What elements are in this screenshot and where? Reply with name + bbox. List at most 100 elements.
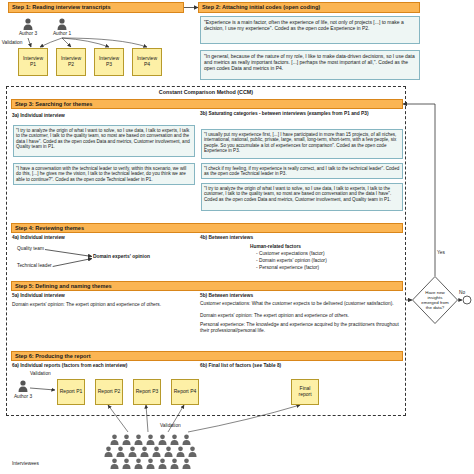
reading-arrow — [62, 38, 71, 47]
quote-box: "Experience is a main factor, often the … — [200, 16, 420, 44]
factor-item: - Domain experts' opinion (factor) — [256, 258, 402, 264]
code-term: Technical leader — [17, 263, 52, 270]
interviewee-icon — [170, 434, 178, 444]
step-header: Step 2: Attaching initial codes (open co… — [198, 2, 420, 13]
node-text: Interview P4 — [134, 56, 160, 68]
author-label: Author 3 — [14, 31, 42, 37]
node-text: Constant Comparison Method (CCM) — [7, 89, 405, 95]
theme-term: Domain experts' opinion — [93, 254, 150, 261]
node-text: "I try to analyze the origin of what I w… — [16, 128, 192, 150]
node-text: Report P1 — [60, 389, 83, 395]
code-term: Quality team — [17, 246, 44, 253]
quote-box: "I have a conversation with the technica… — [13, 163, 195, 185]
quote-box: "I usually put my experience first, [...… — [201, 129, 403, 159]
sub-heading: 5a) Individual interview — [12, 293, 192, 299]
sub-heading: 4b) Between interviews — [200, 235, 402, 241]
node-text: Have new insights emerged from the data? — [421, 290, 449, 310]
sub-heading: 3a) Individual interview — [12, 113, 192, 119]
interviewee-icon — [164, 446, 172, 456]
author-icon — [58, 18, 67, 30]
interviewee-icon — [122, 434, 130, 444]
interviewee-icon — [104, 446, 112, 456]
node-text: "I check if my feeling, if my experience… — [204, 166, 400, 177]
edge-label: Yes — [437, 250, 445, 256]
author-label: Author 3 — [8, 394, 38, 400]
factor-group: Human-related factors — [250, 244, 400, 250]
node-text: "Experience is a main factor, often the … — [204, 19, 416, 31]
step-header: Step 3: Searching for themes — [11, 99, 403, 109]
node-text: Report P2 — [98, 389, 121, 395]
diamond-shape — [413, 277, 458, 324]
transcript-note: Interview P4 — [132, 48, 162, 76]
factor-item: - Personal experience (factor) — [256, 265, 402, 271]
interviewee-icon — [158, 458, 166, 468]
interviewee-icon — [146, 434, 154, 444]
no-arrow — [458, 300, 462, 301]
node-text: Step 6: Producing the report — [15, 353, 91, 359]
sub-heading: 6b) Final list of factors (see Table 8) — [200, 363, 402, 369]
node-text: "I have a conversation with the technica… — [16, 166, 192, 183]
interviewee-icon — [116, 446, 124, 456]
transcript-note: Interview P3 — [94, 48, 124, 76]
sub-heading: 6a) Individual reports (factors from eac… — [12, 363, 192, 369]
report-note: Report P2 — [95, 379, 123, 405]
interviewee-icon — [176, 446, 184, 456]
flow-connector — [406, 300, 412, 301]
interviewee-icon — [122, 458, 130, 468]
quote-box: "I try to analyze the origin of what I w… — [13, 125, 195, 157]
reading-arrow — [62, 38, 147, 47]
interviewee-crowd — [104, 434, 196, 468]
quote-box: "I try to analyze the origin of what I w… — [201, 183, 403, 211]
node-text: Report P4 — [174, 389, 197, 395]
validation-label: Validation — [0, 40, 24, 46]
sub-heading: 3b) Saturating categories - between inte… — [200, 111, 402, 117]
validation-arrow — [108, 405, 128, 432]
theme-definition: Domain experts' opinion: The expert opin… — [12, 302, 192, 308]
interviewee-icon — [158, 434, 166, 444]
interviewee-icon — [182, 434, 190, 444]
validation-arrow — [28, 38, 31, 47]
flow-label: No — [459, 290, 473, 296]
step-header: Step 4: Reviewing themes — [11, 223, 403, 233]
sub-heading: 5b) Between interviews — [200, 293, 402, 299]
quote-box: "In general, because of the nature of my… — [200, 50, 420, 80]
validation-arrow — [30, 388, 55, 390]
node-text: Report P3 — [136, 389, 159, 395]
sub-heading: 4a) Individual interview — [12, 235, 192, 241]
author-label: Author 1 — [48, 31, 76, 37]
node-text: Interview P3 — [96, 56, 122, 68]
interviewee-icon — [134, 458, 142, 468]
interviewee-icon — [152, 446, 160, 456]
node-text: Interview P1 — [20, 56, 46, 68]
node-text: Domain experts' opinion — [93, 254, 150, 260]
step-header: Step 5: Defining and naming themes — [11, 281, 403, 291]
node-text: Step 3: Searching for themes — [15, 101, 92, 107]
group-label: Interviewees — [12, 461, 62, 467]
author-icon — [24, 18, 33, 30]
node-text: Step 5: Defining and naming themes — [15, 283, 112, 289]
theme-definition: Customer expectations: What the customer… — [200, 301, 402, 307]
node-text: "I usually put my experience first, [...… — [204, 132, 400, 154]
flow-connector — [45, 250, 92, 257]
transcript-note: Interview P2 — [56, 48, 86, 76]
interviewee-icon — [140, 446, 148, 456]
validation-arrow — [188, 405, 300, 432]
step-header: Step 6: Producing the report — [11, 351, 403, 361]
node-text: Step 4: Reviewing themes — [15, 225, 84, 231]
reading-arrow — [40, 38, 62, 47]
author-icon — [19, 380, 28, 392]
node-text: "In general, because of the nature of my… — [204, 53, 416, 71]
interviewee-icon — [146, 458, 154, 468]
transcript-note: Interview P1 — [18, 48, 48, 76]
report-note: Report P1 — [57, 379, 85, 405]
interviewee-icon — [128, 446, 136, 456]
node-text: Interview P2 — [58, 56, 84, 68]
theme-definition: Domain experts' opinion: The expert opin… — [200, 313, 402, 319]
flow-connector — [184, 7, 198, 8]
theme-definition: Personal experience: The knowledge and e… — [200, 322, 402, 334]
report-note: Report P4 — [171, 379, 199, 405]
flow-connector — [53, 259, 92, 267]
validation-arrow — [146, 405, 148, 432]
interviewee-icon — [182, 458, 190, 468]
node-text: Final report — [293, 386, 317, 398]
